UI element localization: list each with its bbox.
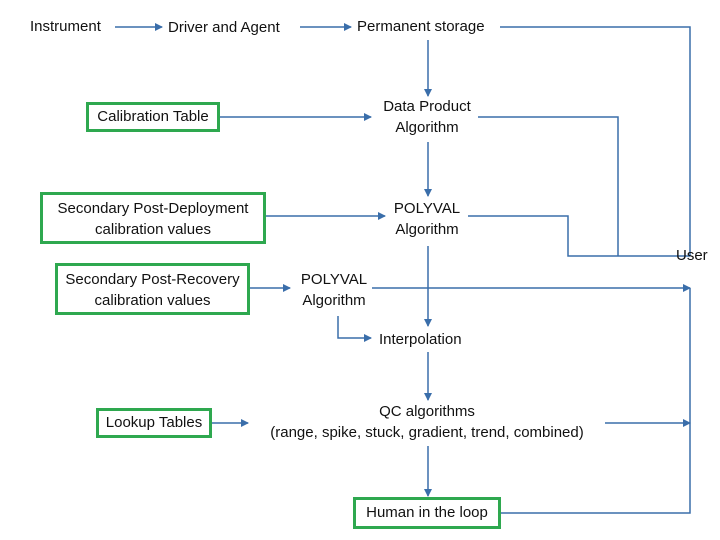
node-polyval-2: POLYVAL Algorithm [292,269,376,311]
node-polyval-2-line1: POLYVAL [300,271,368,288]
node-secondary-post-deployment: Secondary Post-Deployment calibration va… [40,192,266,244]
node-permanent-storage: Permanent storage [357,18,485,35]
node-secondary-post-recovery: Secondary Post-Recovery calibration valu… [55,263,250,315]
node-data-product-algorithm: Data Product Algorithm [371,96,483,138]
node-post-deployment-line1: Secondary Post-Deployment [57,200,249,217]
node-qc-line1: QC algorithms [379,403,475,420]
node-post-recovery-line1: Secondary Post-Recovery [65,271,240,288]
connector-polyval2-interpolation [337,316,372,342]
connector-human-trunk [500,288,691,514]
node-qc-line2: (range, spike, stuck, gradient, trend, c… [270,424,584,441]
node-interpolation: Interpolation [379,331,462,348]
node-post-recovery-line2: calibration values [94,292,211,309]
node-post-deployment-line2: calibration values [95,221,211,238]
node-user: User [676,247,708,264]
node-instrument: Instrument [30,18,101,35]
node-driver-agent: Driver and Agent [168,19,280,36]
node-polyval-1-line1: POLYVAL [393,200,461,217]
node-polyval-1: POLYVAL Algorithm [386,198,468,240]
node-data-product-line1: Data Product [383,98,471,115]
node-data-product-line2: Algorithm [395,119,459,136]
node-polyval-2-line2: Algorithm [302,292,366,309]
node-polyval-1-line2: Algorithm [395,221,459,238]
node-calibration-table: Calibration Table [86,102,220,132]
node-human-in-the-loop: Human in the loop [353,497,501,529]
node-qc-algorithms: QC algorithms (range, spike, stuck, grad… [250,401,604,443]
connector-storage-user [500,26,691,256]
connector-dataproduct-user [478,116,619,256]
node-lookup-tables: Lookup Tables [96,408,212,438]
connector-polyval1-user [468,215,690,257]
